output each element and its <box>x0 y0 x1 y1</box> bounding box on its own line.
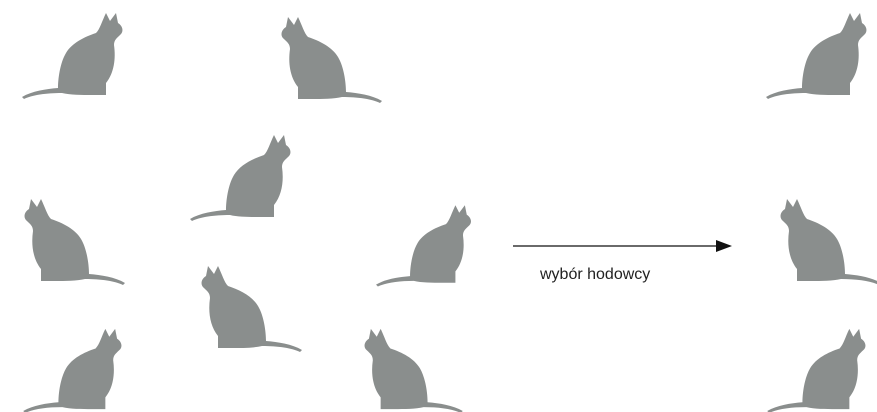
cat-icon <box>767 328 866 412</box>
cat-icon <box>190 135 291 221</box>
cat-icon <box>376 205 471 287</box>
cat-icon <box>24 199 125 285</box>
arrow-label: wybór hodowcy <box>540 266 651 283</box>
cat-icon <box>281 17 382 103</box>
cat-icon <box>364 328 463 412</box>
right-population <box>766 13 877 412</box>
cat-icon <box>201 266 302 352</box>
cat-icon <box>23 328 122 412</box>
left-population <box>22 13 471 412</box>
selection-arrow <box>513 240 732 252</box>
arrow-right-icon <box>716 240 732 252</box>
cat-icon <box>22 13 123 99</box>
cat-icon <box>780 199 877 285</box>
cat-icon <box>766 13 867 99</box>
